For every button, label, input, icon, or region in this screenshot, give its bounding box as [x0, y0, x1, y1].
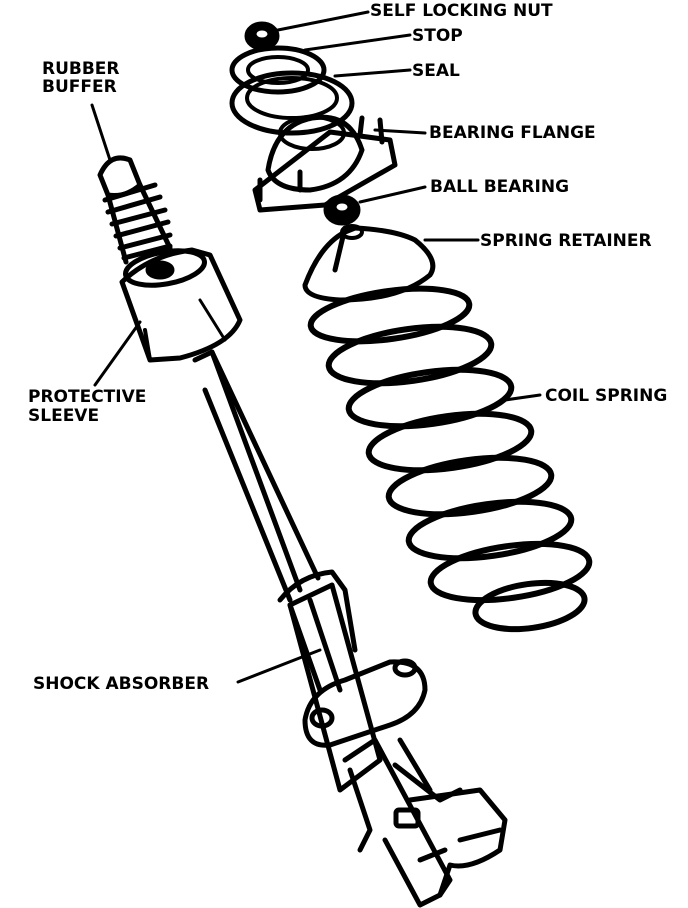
label-ball-bearing: BALL BEARING: [430, 177, 570, 197]
label-self-locking-nut: SELF LOCKING NUT: [370, 1, 553, 21]
seal-part: [229, 70, 355, 136]
label-protective-sleeve-line1: PROTECTIVE: [28, 387, 147, 407]
leader-coil-spring: [503, 393, 542, 402]
label-stop: STOP: [412, 26, 463, 46]
leader-seal: [333, 68, 412, 78]
label-seal: SEAL: [412, 61, 460, 81]
leader-protective-sleeve: [93, 320, 142, 387]
leader-ball-bearing: [358, 185, 427, 204]
self-locking-nut-part: [244, 21, 280, 51]
label-spring-retainer: SPRING RETAINER: [480, 231, 652, 251]
stop-part: [229, 45, 327, 95]
coil-spring-part: [307, 285, 593, 633]
leader-bearing-flange: [373, 128, 427, 135]
leader-lines: [90, 10, 542, 684]
label-protective-sleeve-line2: SLEEVE: [28, 406, 100, 426]
shock-absorber-part: [192, 349, 508, 908]
leader-shock-absorber: [236, 648, 322, 684]
label-bearing-flange: BEARING FLANGE: [429, 123, 596, 143]
bearing-flange-part: [252, 114, 398, 213]
rubber-buffer-part: [97, 155, 173, 265]
ball-bearing-part: [323, 194, 361, 226]
label-shock-absorber: SHOCK ABSORBER: [33, 674, 210, 694]
leader-self-locking-nut: [276, 10, 370, 32]
leader-rubber-buffer: [90, 103, 112, 162]
label-rubber-buffer-line1: RUBBER: [42, 59, 120, 79]
label-coil-spring: COIL SPRING: [545, 386, 668, 406]
protective-sleeve-part: [119, 247, 243, 363]
label-rubber-buffer-line2: BUFFER: [42, 77, 117, 97]
leader-stop: [303, 33, 412, 52]
